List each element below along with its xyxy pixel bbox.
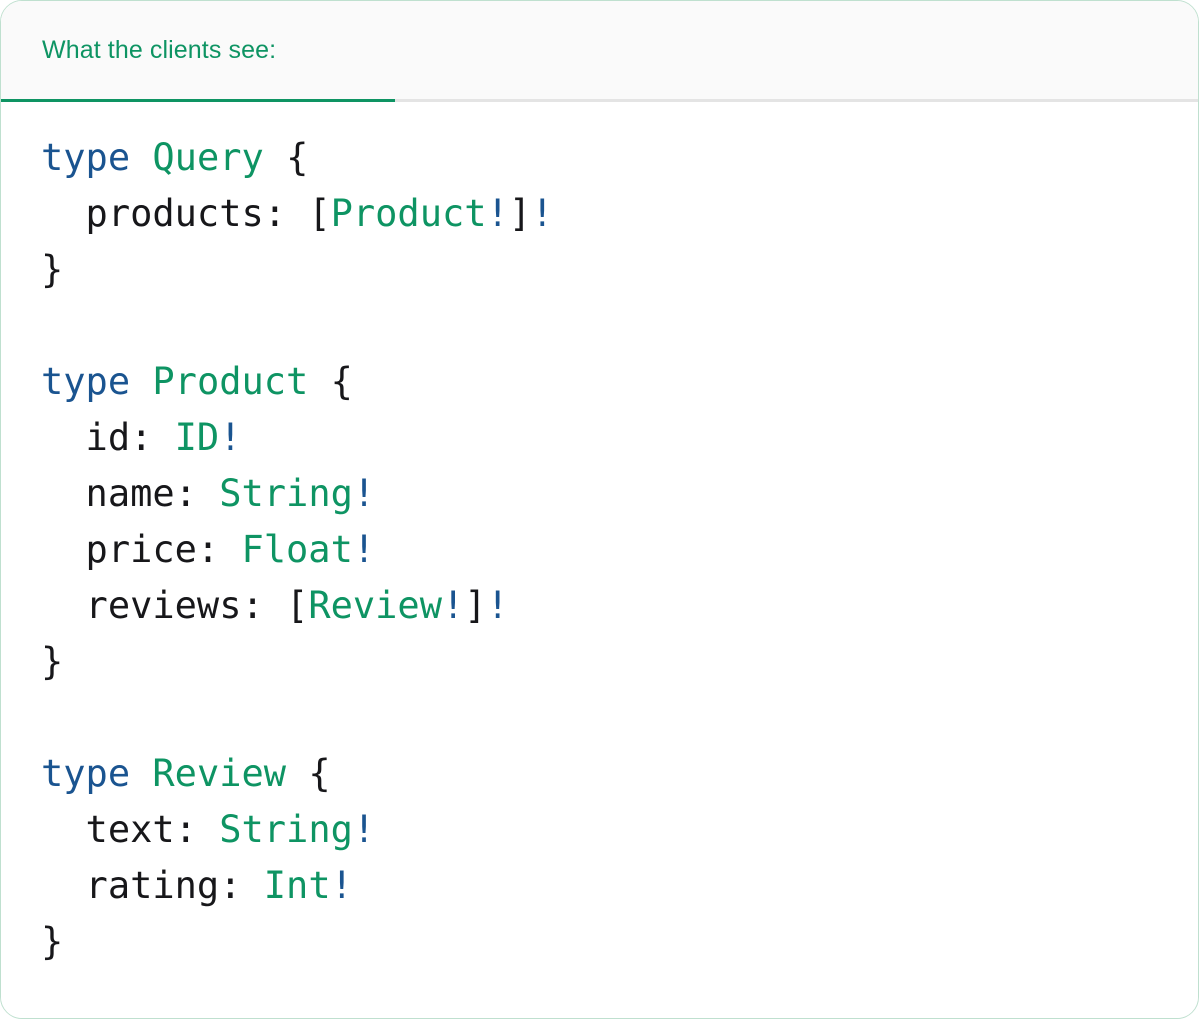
code-token-bang: ! (330, 864, 353, 907)
code-line: } (41, 242, 1198, 298)
code-token-kw: type (41, 752, 131, 795)
code-token-punc: [ (286, 584, 309, 627)
code-token-type: Review (308, 584, 442, 627)
code-token-kw: type (41, 136, 131, 179)
code-line: id: ID! (41, 410, 1198, 466)
code-line: } (41, 914, 1198, 970)
code-token-bang: ! (352, 472, 376, 515)
code-token-field: price: (41, 528, 242, 571)
code-line: type Review { (41, 746, 1198, 802)
code-token-punc: } (41, 640, 64, 683)
code-token-field: rating: (41, 864, 264, 907)
tab-what-the-clients-see[interactable]: What the clients see: (1, 1, 395, 99)
code-line: products: [Product!]! (41, 186, 1198, 242)
code-token-kw: type (41, 360, 131, 403)
code-token-punc: ] (508, 192, 532, 235)
code-line: text: String! (41, 802, 1198, 858)
code-token-punc: { (330, 360, 353, 403)
code-line: reviews: [Review!]! (41, 578, 1198, 634)
tab-label: What the clients see: (42, 35, 277, 64)
code-token-type: Product (152, 360, 309, 403)
code-line: price: Float! (41, 522, 1198, 578)
code-line: type Query { (41, 130, 1198, 186)
code-token-punc: ] (464, 584, 487, 627)
code-token-type: Float (241, 528, 353, 571)
code-token-type: String (219, 472, 353, 515)
code-line: } (41, 634, 1198, 690)
code-token-bang: ! (352, 528, 376, 571)
code-token-type: Query (152, 136, 264, 179)
code-token-type: Int (263, 864, 331, 907)
code-token-type: String (219, 808, 353, 851)
code-token-bang: ! (531, 192, 554, 235)
code-token-field: reviews: (41, 584, 287, 627)
code-token-plain (130, 360, 152, 403)
code-token-punc: } (41, 248, 64, 291)
code-line (41, 690, 1198, 746)
code-token-plain (130, 752, 152, 795)
tab-strip: What the clients see: (1, 1, 1198, 102)
code-body: type Query { products: [Product!]! } typ… (1, 102, 1198, 1018)
code-line: type Product { (41, 354, 1198, 410)
code-token-bang: ! (486, 192, 509, 235)
code-token-punc: { (308, 752, 331, 795)
code-token-type: Review (152, 752, 287, 795)
code-token-field: id: (41, 416, 175, 459)
code-token-punc: } (41, 920, 64, 963)
code-token-bang: ! (219, 416, 242, 459)
graphql-schema-code[interactable]: type Query { products: [Product!]! } typ… (1, 102, 1198, 970)
code-line: name: String! (41, 466, 1198, 522)
code-token-plain (130, 136, 152, 179)
code-line (41, 298, 1198, 354)
code-token-punc: [ (308, 192, 331, 235)
code-token-type: ID (174, 416, 220, 459)
code-token-field: text: (41, 808, 220, 851)
tab-active-underline (1, 99, 395, 102)
code-token-plain (264, 136, 286, 179)
code-token-type: Product (330, 192, 487, 235)
code-token-bang: ! (352, 808, 376, 851)
code-token-field: name: (41, 472, 220, 515)
code-token-bang: ! (486, 584, 509, 627)
code-token-bang: ! (441, 584, 465, 627)
code-token-field: products: (41, 192, 309, 235)
code-line: rating: Int! (41, 858, 1198, 914)
code-token-punc: { (286, 136, 309, 179)
code-token-plain (308, 360, 330, 403)
code-token-plain (286, 752, 308, 795)
